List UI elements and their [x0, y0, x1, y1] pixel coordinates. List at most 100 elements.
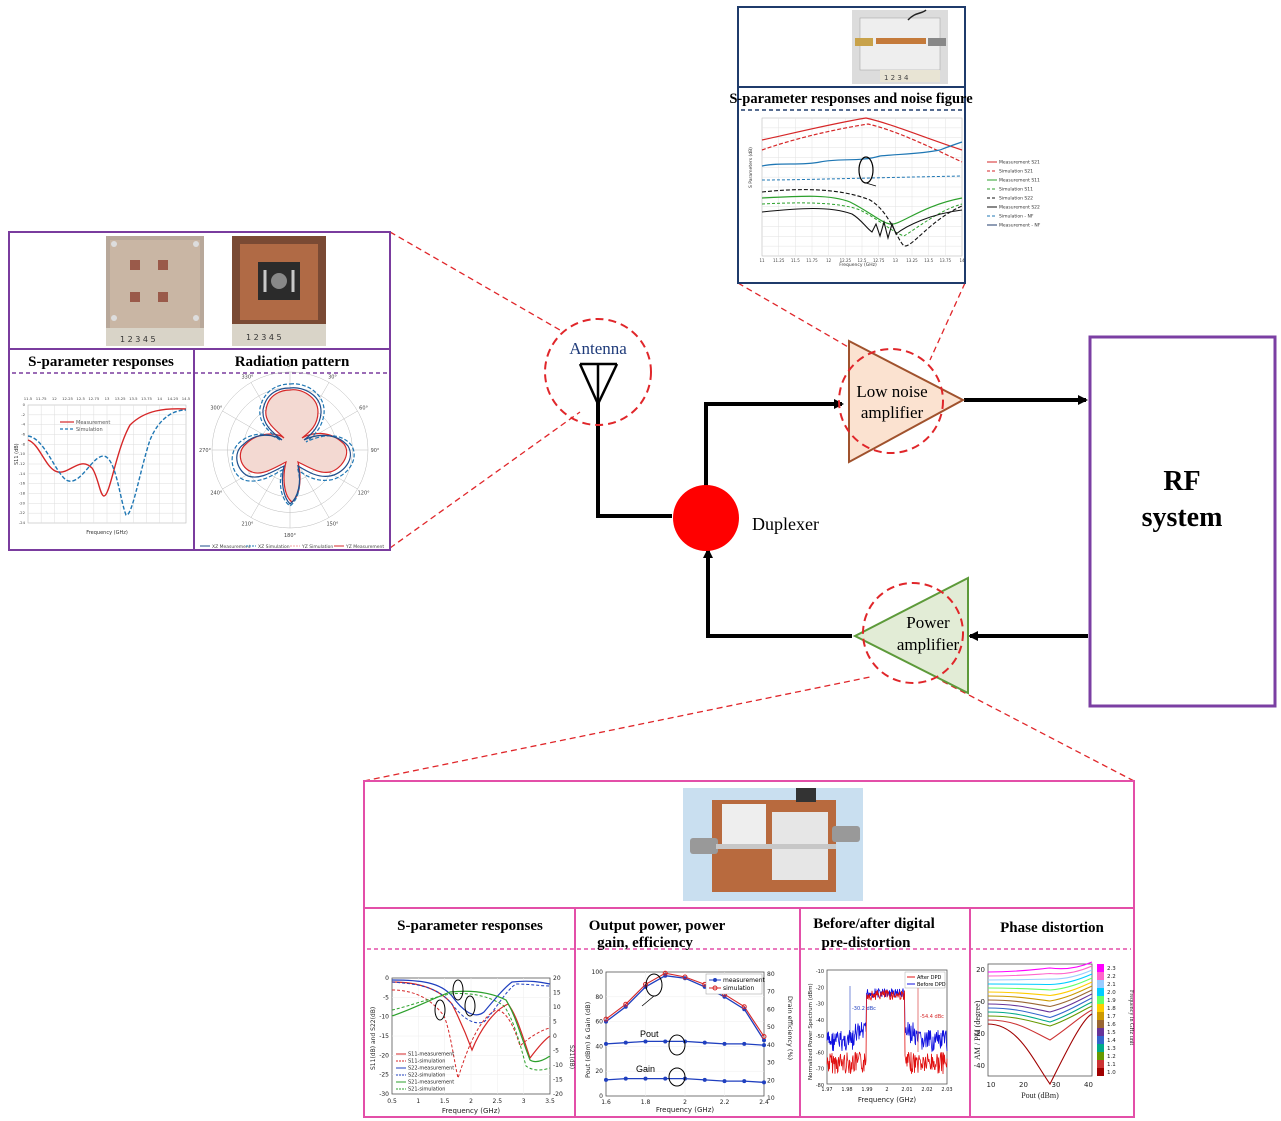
pa-sp-legend-entry: S11-measurement	[408, 1052, 454, 1058]
pa-sp-y2tick: 0	[553, 1033, 557, 1040]
pa-sp-y2tick: 15	[553, 990, 561, 997]
lna-panel-title: S-parameter responses and noise figure	[729, 91, 973, 107]
phase-ytick: -20	[974, 1030, 985, 1038]
antenna-radiation-xz-measurement	[236, 387, 351, 505]
rf-label-line2: system	[1142, 502, 1223, 533]
pa-sp-legend-entry: S21-measurement	[408, 1080, 454, 1086]
antenna-s11-legend-meas: Measurement	[76, 420, 110, 426]
dpd-xtick: 1.98	[841, 1087, 852, 1093]
pa-power-marker	[604, 1041, 608, 1046]
antenna-s11-plot: Measurement Simulation Frequency (GHz) S…	[14, 396, 191, 536]
colorbar-swatch	[1097, 988, 1104, 996]
pa-sp-y2tick: 10	[553, 1004, 561, 1011]
antenna-to-duplexer-wire	[596, 402, 672, 518]
polar-angle-label: 300°	[210, 406, 223, 412]
colorbar-swatch	[1097, 1028, 1104, 1036]
pa-sp-legend-entry: S11-simulation	[408, 1059, 445, 1065]
lna-sim-nf	[761, 175, 963, 181]
ant-s11-ytick: -22	[19, 510, 26, 515]
ant-s11-xtick: 13.5	[129, 396, 138, 401]
pa-pw-y2tick: 50	[767, 1024, 775, 1031]
dpd-ytick: -80	[816, 1083, 824, 1089]
pa-sp-ytick: 0	[385, 975, 389, 982]
pa-sparam-xlabel: Frequency (GHz)	[442, 1107, 500, 1115]
svg-text:1 2 3 4 5: 1 2 3 4 5	[246, 333, 282, 342]
lna-triangle	[848, 339, 966, 464]
pa-panel: S-parameter responses Output power, powe…	[363, 780, 1135, 1118]
lna-xtick: 12.5	[858, 258, 867, 263]
dpd-annot-left: -30.2 dBc	[852, 1006, 876, 1012]
pa-power-marker	[742, 1041, 747, 1046]
lna-highlight-circle	[838, 348, 944, 454]
lna-xtick: 12.75	[873, 258, 885, 263]
pa-pout-annotation: Pout	[640, 1029, 659, 1039]
ant-s11-ytick: 0	[23, 402, 26, 407]
ant-s11-xtick: 14.25	[167, 396, 178, 401]
phase-xlabel: Pout (dBm)	[1021, 1091, 1059, 1100]
ant-s11-ytick: -4	[21, 422, 25, 427]
antenna-label: Antenna	[569, 339, 627, 358]
pa-power-title-1: Output power, power	[589, 918, 726, 934]
dpd-ytick: -20	[816, 985, 824, 991]
ant-s11-xtick: 12.5	[76, 396, 85, 401]
dpd-legend: After DPD Before DPD	[904, 971, 946, 989]
ant-s11-xtick: 12.25	[62, 396, 73, 401]
dpd-ytick: -40	[816, 1018, 824, 1024]
ant-s11-ytick: -2	[21, 412, 25, 417]
pa-power-plot: Pout Gain Frequency (GHz) Pout (dBm) & G…	[584, 969, 794, 1114]
polar-angle-label: 210°	[241, 522, 254, 528]
pa-power-marker	[762, 1038, 766, 1043]
lna-legend-entry: Simulation S11	[999, 187, 1033, 193]
pa-pw-y2tick: 80	[767, 971, 775, 978]
rad-legend-xz-meas: XZ Measurement	[212, 544, 251, 550]
pa-power-marker	[623, 1076, 628, 1081]
antenna-s11-measurement-line	[27, 408, 187, 497]
colorbar-tick: 2.1	[1107, 982, 1116, 988]
pa-power-marker-sim	[761, 1033, 767, 1039]
pa-pw-xtick: 2.2	[720, 1099, 730, 1106]
dpd-xtick: 1.97	[821, 1087, 832, 1093]
pa-power-legend: measurement simulation	[705, 973, 766, 995]
ant-s11-xtick: 11.5	[24, 396, 33, 401]
colorbar-tick: 1.4	[1107, 1038, 1116, 1044]
lna-meas-nf	[761, 141, 963, 167]
lna-legend-entry: Simulation - NF	[999, 214, 1034, 220]
pa-power-marker-sim	[741, 1004, 747, 1010]
polar-angle-label: 30°	[328, 374, 337, 380]
duplexer-label: Duplexer	[752, 514, 819, 534]
pa-sp-legend-entry: S21-simulation	[408, 1087, 445, 1093]
phase-curve	[987, 1013, 1093, 1086]
pa-label-line1: Power	[906, 613, 950, 632]
colorbar-swatch	[1097, 1060, 1104, 1068]
antenna-highlight-circle	[544, 318, 652, 426]
dpd-ytick: -30	[816, 1002, 824, 1008]
pa-s21-sim	[391, 993, 551, 1071]
colorbar-tick: 2.0	[1107, 990, 1116, 996]
ant-s11-ytick: -14	[19, 471, 26, 476]
phase-curve	[987, 989, 1093, 1008]
pa-sp-y2tick: 20	[553, 975, 561, 982]
colorbar-tick: 1.5	[1107, 1030, 1116, 1036]
rad-legend-yz-meas: YZ Measurement	[345, 544, 384, 550]
lna-board-photo: 1 2 3 4	[852, 9, 948, 84]
antenna-s11-simulation-line	[27, 409, 187, 516]
pa-power-marker-sim	[643, 981, 648, 987]
pa-sparam-y2label: S21(dB)	[568, 1045, 575, 1069]
pa-sparam-title: S-parameter responses	[397, 918, 543, 934]
phase-curve	[987, 1009, 1093, 1041]
phase-curve	[987, 965, 1093, 977]
lna-label-line1: Low noise	[856, 382, 927, 401]
colorbar-swatch	[1097, 1004, 1104, 1012]
pa-pw-xtick: 2	[683, 1099, 687, 1106]
dpd-ytick: -10	[816, 969, 824, 975]
polar-angle-label: 60°	[359, 406, 368, 412]
pa-power-marker-sim	[682, 974, 688, 980]
pa-pw-xtick: 2.4	[759, 1099, 769, 1106]
ant-s11-ytick: -24	[19, 520, 26, 525]
ant-s11-ytick: -16	[19, 481, 26, 486]
colorbar-tick: 1.7	[1107, 1014, 1116, 1020]
pa-power-marker	[643, 1076, 648, 1081]
antenna-back-photo: 1 2 3 4 5	[232, 236, 326, 346]
phase-curve	[987, 977, 1093, 991]
pa-power-legend-meas: measurement	[723, 977, 766, 984]
